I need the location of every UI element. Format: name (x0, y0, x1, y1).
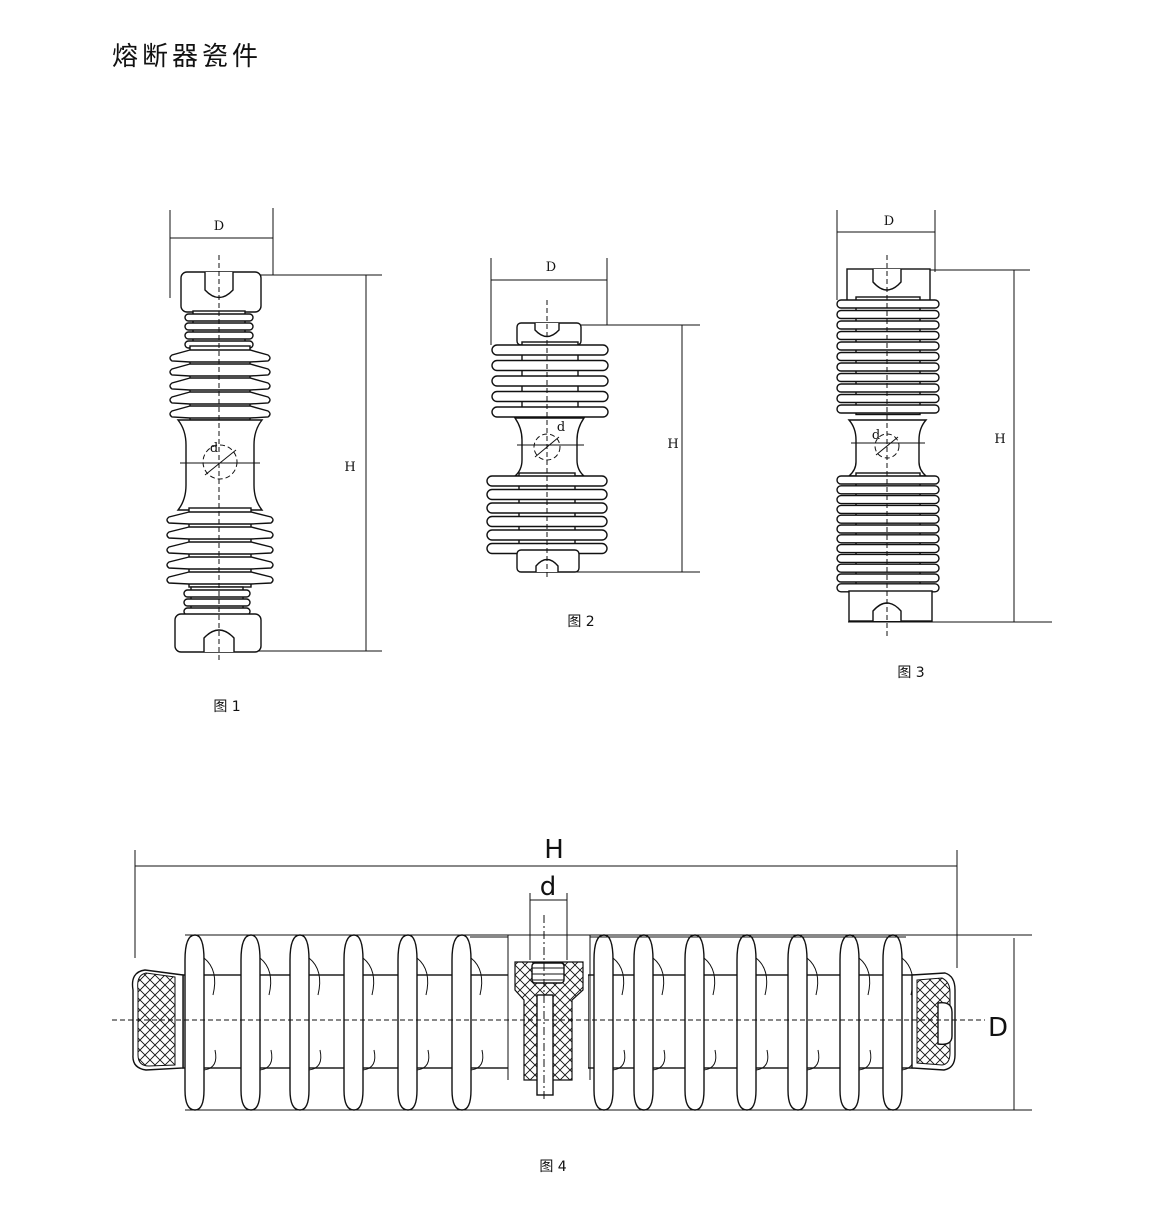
shed (836, 351, 940, 362)
shed (836, 543, 940, 554)
fig3-caption: 图 3 (897, 665, 924, 681)
shed (166, 571, 274, 585)
shed (836, 553, 940, 564)
shed (836, 475, 940, 485)
shed (836, 404, 940, 414)
shed (836, 485, 940, 495)
shed (836, 362, 940, 372)
fig2-caption: 图 2 (567, 614, 594, 630)
shed (882, 934, 903, 1111)
shed (836, 330, 940, 341)
shed (166, 526, 274, 540)
figure-1: D H d 图 1 (166, 208, 382, 715)
fig3-lower-sheds (836, 472, 940, 594)
shed (169, 377, 271, 391)
shed (836, 383, 940, 393)
fig4-dim-small-d-label: d (540, 872, 557, 902)
shed (183, 598, 251, 607)
shed (240, 934, 261, 1111)
shed (836, 563, 940, 573)
fig4-pin (536, 994, 554, 1096)
shed (836, 494, 940, 505)
fig1-middle-body (176, 419, 264, 511)
fig4-dim-big-d-label: D (988, 1013, 1008, 1043)
fig2-dim-h-label: H (667, 437, 678, 452)
shed (166, 541, 274, 555)
shed (787, 934, 808, 1111)
shed (289, 934, 310, 1111)
fig1-upper-sheds (169, 310, 271, 421)
shed (491, 359, 609, 372)
fig1-bore-circle (202, 444, 238, 480)
shed (451, 934, 472, 1111)
shed (397, 934, 418, 1111)
shed (169, 391, 271, 405)
shed (836, 309, 940, 320)
shed (839, 934, 860, 1111)
fig1-lower-sheds (166, 507, 274, 617)
shed (836, 320, 940, 330)
shed (491, 406, 609, 418)
fig3-upper-sheds (836, 296, 940, 416)
fig4-sheds (182, 934, 915, 1111)
fig4-caption: 图 4 (539, 1159, 566, 1175)
shed (184, 934, 205, 1111)
shed (491, 390, 609, 403)
shed (169, 349, 271, 363)
fig1-dim-d-label: D (214, 219, 224, 234)
shed (166, 511, 274, 525)
fig1-bore-d-label: d (210, 441, 218, 456)
shed (836, 341, 940, 351)
shed (593, 934, 614, 1111)
fig3-dim-h-label: H (994, 432, 1005, 447)
fig1-caption: 图 1 (213, 699, 240, 715)
fig2-dim-d-label: D (546, 260, 556, 275)
page-title: 熔断器瓷件 (112, 42, 263, 72)
shed (736, 934, 757, 1111)
shed (836, 372, 940, 383)
shed (491, 344, 609, 356)
shed (836, 299, 940, 309)
shed (169, 363, 271, 377)
figure-3: D H d 图 3 (836, 210, 1052, 681)
shed (343, 934, 364, 1111)
shed (836, 524, 940, 534)
shed (836, 573, 940, 583)
figure-2: D H d 图 2 (486, 258, 700, 630)
fig2-bore-d-label: d (557, 420, 565, 435)
shed (166, 556, 274, 570)
shed (836, 504, 940, 515)
fig2-upper-sheds (491, 341, 609, 423)
shed (491, 375, 609, 387)
fig4-dim-h-label: H (544, 835, 564, 865)
shed (836, 514, 940, 524)
fig3-dim-d-label: D (884, 214, 894, 229)
shed (684, 934, 705, 1111)
fig1-dim-h-label: H (344, 460, 355, 475)
shed (836, 393, 940, 404)
shed (633, 934, 654, 1111)
fig2-middle-body (513, 417, 586, 477)
shed (836, 534, 940, 544)
figure-4: H d D 图 4 (112, 835, 1032, 1175)
shed (183, 589, 251, 598)
shed (169, 405, 271, 419)
fig3-bore-d-label: d (872, 428, 880, 443)
